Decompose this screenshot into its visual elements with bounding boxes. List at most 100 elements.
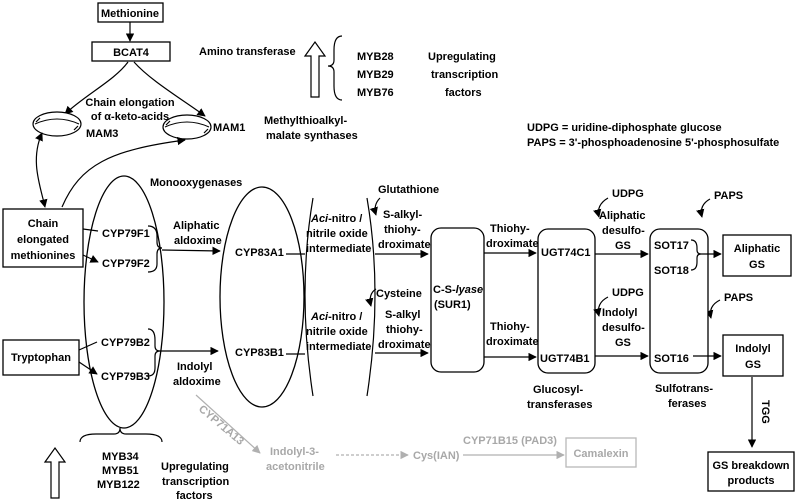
- cyp79f2-label: CYP79F2: [102, 258, 150, 270]
- svg-text:Indolyl: Indolyl: [735, 343, 770, 355]
- s-alkyl-bottom-label-3: droximate: [378, 339, 431, 351]
- arrow-methionines-cyp79: [82, 254, 99, 263]
- svg-text:GS breakdown: GS breakdown: [712, 460, 789, 472]
- thiohydroximate-bottom-label-1: Thiohy-: [490, 321, 530, 333]
- methionine-node: Methionine: [97, 2, 164, 23]
- aliphatic-desulfo-label-1: Aliphatic: [599, 210, 645, 222]
- mam3-cycle-icon: [32, 111, 82, 137]
- bcat4-label: BCAT4: [113, 47, 150, 59]
- cysteine-label: Cysteine: [376, 288, 422, 300]
- arrow-paps-top: [696, 198, 711, 218]
- methionine-label: Methionine: [101, 8, 159, 20]
- svg-text:Tryptophan: Tryptophan: [11, 352, 71, 364]
- indolyl-3-acetonitrile-label-1: Indolyl-3-: [270, 446, 319, 458]
- myb122-label: MYB122: [97, 479, 140, 491]
- cys-ian-label: Cys(IAN): [413, 450, 460, 462]
- arrow-tryptophan-cyp79b3: [78, 361, 98, 375]
- ugt74c1-label: UGT74C1: [541, 247, 591, 259]
- s-alkyl-bottom-label-1: S-alkyl: [385, 309, 420, 321]
- mam3-label: MAM3: [86, 128, 118, 140]
- upregulation-arrow-icon-bottom: [43, 446, 67, 499]
- arrow-paps-bottom: [705, 299, 721, 319]
- upregulating-top-label-3: factors: [445, 87, 482, 99]
- chain-elongation-label-2: of α-keto-acids: [91, 111, 169, 123]
- sulfotransferases-label-2: ferases: [668, 398, 707, 410]
- paps-top-label: PAPS: [714, 190, 743, 202]
- upregulation-arrow-icon-top: [303, 40, 327, 98]
- brace-top: [327, 35, 343, 101]
- svg-text:(SUR1): (SUR1): [434, 299, 471, 311]
- svg-text:GS: GS: [745, 359, 761, 371]
- udpg-definition: UDPG = uridine-diphosphate glucose: [527, 122, 722, 134]
- thiohydroximate-bottom-label-2: droximate: [486, 336, 539, 348]
- udpg-bottom-label: UDPG: [612, 287, 644, 299]
- myb34-label: MYB34: [102, 451, 140, 463]
- cyp79b2-label: CYP79B2: [101, 337, 150, 349]
- amino-transferase-label: Amino transferase: [199, 46, 296, 58]
- thiohydroximate-top-label-1: Thiohy-: [490, 223, 530, 235]
- line-tryptophan-cyp79b2: [78, 341, 98, 351]
- paps-definition: PAPS = 3'-phosphoadenosine 5'-phosphosul…: [527, 137, 779, 149]
- aci-top-label-3: intermediate: [306, 243, 371, 255]
- tgg-label: TGG: [759, 400, 771, 424]
- methylthioalkyl-label-1: Methylthioalkyl-: [264, 115, 347, 127]
- s-alkyl-top-label-2: thiohy-: [384, 224, 421, 236]
- aci-top-label-2: nitrile oxide: [306, 228, 368, 240]
- arrow-aliphatic-aldoxime: [161, 246, 221, 256]
- myb28-label: MYB28: [357, 51, 394, 63]
- arrow-cysteine: [365, 288, 377, 307]
- cyp83b1-label: CYP83B1: [235, 347, 284, 359]
- udpg-top-label: UDPG: [612, 188, 644, 200]
- methylthioalkyl-label-2: malate synthases: [266, 130, 358, 142]
- indolyl-desulfo-label-3: GS: [615, 337, 631, 349]
- s-alkyl-bottom-label-2: thiohy-: [386, 324, 423, 336]
- indolyl-3-acetonitrile-label-2: acetonitrile: [266, 461, 325, 473]
- line-methionines-cyp79f1: [82, 228, 99, 232]
- cyp79f1-label: CYP79F1: [102, 228, 150, 240]
- arrow-camalexin-branch-1: [195, 394, 261, 454]
- bcat4-node: BCAT4: [91, 41, 171, 62]
- camalexin-node: Camalexin: [565, 437, 637, 468]
- glutathione-label: Glutathione: [378, 184, 439, 196]
- mam1-label: MAM1: [213, 122, 245, 134]
- s-alkyl-top-label-3: droximate: [378, 239, 431, 251]
- cyp83-enzyme-ellipse: [219, 186, 305, 408]
- upregulating-top-label-2: transcription: [431, 69, 499, 81]
- indolyl-gs-node: Indolyl GS: [722, 334, 784, 377]
- sot16-label: SOT16: [654, 353, 689, 365]
- upregulating-top-label-1: Upregulating: [428, 51, 496, 63]
- upregulating-bottom-label-3: factors: [176, 490, 213, 502]
- indolyl-aldoxime-label-2: aldoxime: [173, 376, 221, 388]
- arrow-bcat4-mam1: [133, 61, 206, 117]
- arrow-glutathione: [369, 197, 381, 216]
- aliphatic-desulfo-label-3: GS: [615, 240, 631, 252]
- indolyl-desulfo-label-1: Indolyl: [602, 307, 637, 319]
- indolyl-aldoxime-label-1: Indolyl: [177, 361, 212, 373]
- aci-bottom-label-2: nitrile oxide: [306, 326, 368, 338]
- myb76-label: MYB76: [357, 87, 394, 99]
- chain-elongated-methionines-node: Chain elongated methionines: [2, 208, 84, 268]
- brace-bottom: [79, 427, 163, 443]
- paren-right-aci: [366, 197, 376, 397]
- aci-bottom-label-1: Aci-nitro /: [310, 311, 362, 323]
- upregulating-bottom-label-1: Upregulating: [161, 461, 229, 473]
- cyp79b3-label: CYP79B3: [101, 371, 150, 383]
- glucosyltransferases-label-2: transferases: [527, 399, 592, 411]
- ugt74b1-label: UGT74B1: [540, 353, 590, 365]
- gs-breakdown-products-node: GS breakdown products: [707, 451, 795, 492]
- arrow-mam1-chain-methionines: [61, 136, 186, 208]
- s-alkyl-top-label-1: S-alkyl-: [383, 209, 422, 221]
- thiohydroximate-top-label-2: droximate: [486, 238, 539, 250]
- svg-text:C-S-lyase: C-S-lyase: [433, 284, 483, 296]
- svg-text:elongated: elongated: [17, 234, 69, 246]
- tryptophan-node: Tryptophan: [2, 339, 80, 376]
- cs-lyase-node: C-S-lyase (SUR1): [430, 227, 485, 373]
- svg-text:Chain: Chain: [28, 218, 59, 230]
- cyp71b15-label: CYP71B15 (PAD3): [463, 435, 557, 447]
- arrow-udpg-bottom: [593, 296, 609, 317]
- svg-text:Aliphatic: Aliphatic: [734, 243, 780, 255]
- arrow-bcat4-mam3: [64, 61, 129, 115]
- sulfotransferases-label-1: Sulfotrans-: [655, 383, 713, 395]
- monooxygenases-label: Monooxygenases: [150, 177, 242, 189]
